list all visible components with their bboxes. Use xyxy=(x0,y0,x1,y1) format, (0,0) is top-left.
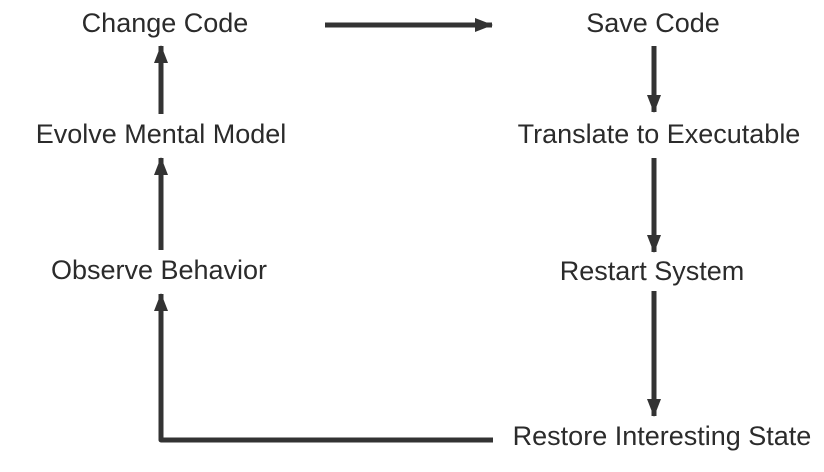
node-evolve-mental-model: Evolve Mental Model xyxy=(35,119,287,149)
node-restore-interesting-state: Restore Interesting State xyxy=(512,421,812,451)
node-observe-behavior: Observe Behavior xyxy=(50,255,268,285)
node-change-code: Change Code xyxy=(81,8,249,38)
node-translate-to-executable: Translate to Executable xyxy=(517,119,801,149)
node-save-code: Save Code xyxy=(586,8,720,38)
node-restart-system: Restart System xyxy=(559,256,745,286)
edge-restore-state-to-observe-behavior xyxy=(154,293,493,443)
